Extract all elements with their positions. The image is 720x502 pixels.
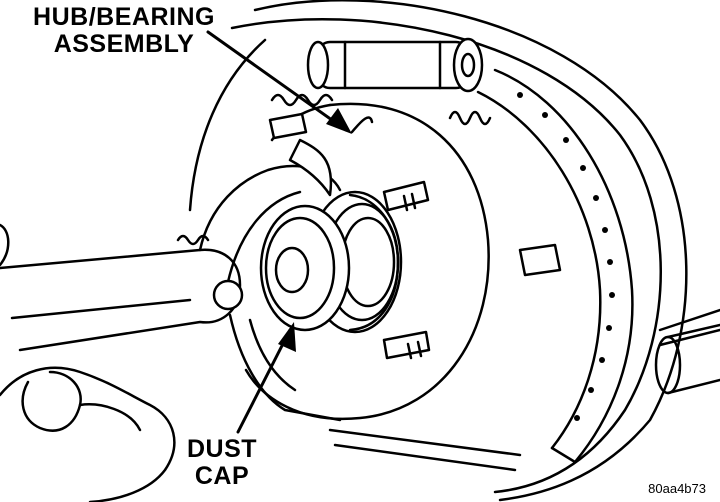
dust-cap-label: DUST CAP — [172, 436, 272, 490]
hub-label-line-1: HUB/BEARING — [33, 3, 215, 31]
wheel-cylinder — [306, 37, 484, 93]
dust-cap-leader-line — [236, 328, 292, 434]
brake-shoe — [476, 68, 634, 464]
backing-plate — [188, 0, 688, 502]
removal-tool — [0, 138, 342, 422]
dust-cap-arrow-head — [278, 322, 296, 352]
dust-label-line-2: CAP — [194, 462, 250, 490]
hand — [0, 366, 176, 502]
axle-stub — [654, 308, 720, 395]
hub-label-line-2: ASSEMBLY — [53, 30, 195, 58]
dust-label-line-1: DUST — [186, 435, 258, 463]
hub-arrow-head — [326, 108, 352, 134]
figure-id: 80aa4b73 — [648, 481, 706, 496]
wheel-stud — [268, 112, 431, 360]
dust-cap — [259, 204, 351, 332]
hub-leader-line — [206, 30, 374, 134]
hub-bearing-assembly-label: HUB/BEARING ASSEMBLY — [6, 4, 242, 58]
adjuster-hardware — [328, 243, 562, 472]
